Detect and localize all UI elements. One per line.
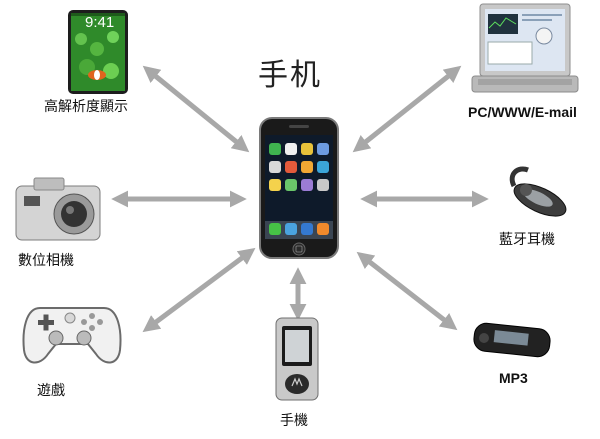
label-display: 高解析度顯示 bbox=[44, 99, 128, 115]
arrow-computer bbox=[352, 65, 462, 153]
center-title: 手机 bbox=[258, 58, 322, 93]
arrow-mp3 bbox=[356, 251, 458, 331]
arrow-game bbox=[142, 247, 256, 333]
label-headset: 藍牙耳機 bbox=[499, 232, 555, 248]
label-camera: 數位相機 bbox=[18, 253, 74, 269]
label-computer: PC/WWW/E-mail bbox=[468, 104, 577, 120]
mp3-player-icon bbox=[473, 322, 551, 358]
iphone-wallpaper-icon bbox=[68, 10, 128, 94]
label-flip-phone: 手機 bbox=[280, 413, 308, 429]
laptop-icon bbox=[471, 3, 579, 93]
display-screen-time: 9:41 bbox=[85, 14, 115, 31]
arrow-display bbox=[142, 65, 250, 153]
flip-phone-icon bbox=[275, 317, 319, 401]
game-controller-icon bbox=[22, 307, 122, 364]
bluetooth-headset-icon bbox=[509, 166, 567, 217]
label-mp3: MP3 bbox=[499, 370, 528, 386]
label-game: 遊戲 bbox=[37, 383, 65, 399]
digital-camera-icon bbox=[15, 177, 101, 241]
center-iphone-icon bbox=[259, 117, 339, 259]
